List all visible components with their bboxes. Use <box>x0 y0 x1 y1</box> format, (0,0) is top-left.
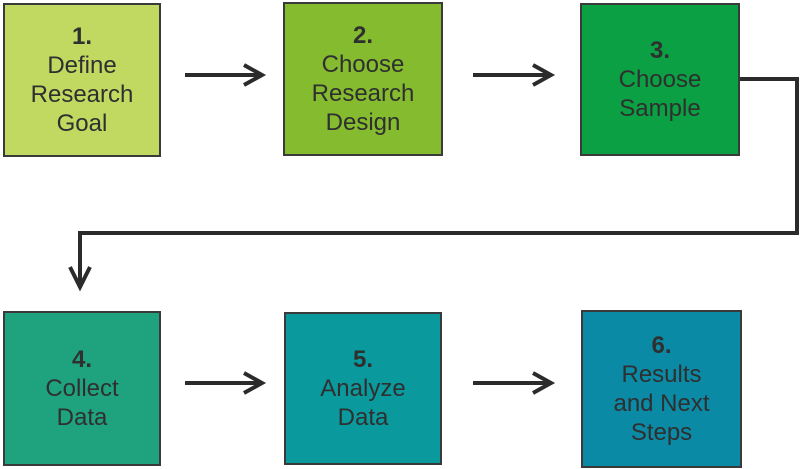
step-number: 4. <box>71 346 92 373</box>
step-number: 5. <box>352 346 373 373</box>
arrow-step4-to-step5 <box>185 371 267 395</box>
step-number: 2. <box>352 22 373 49</box>
step-number: 3. <box>649 37 670 64</box>
step-label: Collect Data <box>45 375 119 431</box>
step-box-collect-data: 4. Collect Data <box>3 311 161 466</box>
step-box-choose-sample: 3. Choose Sample <box>580 3 740 156</box>
step-number: 1. <box>71 23 92 50</box>
step-label: Choose Sample <box>618 66 702 122</box>
step-number: 6. <box>651 332 672 359</box>
step-label: Analyze Data <box>320 375 406 431</box>
step-box-define-research-goal: 1. Define Research Goal <box>3 3 161 157</box>
step-box-choose-research-design: 2. Choose Research Design <box>283 2 443 156</box>
step-box-results-and-next-steps: 6. Results and Next Steps <box>581 310 742 468</box>
step-label: Define Research Goal <box>30 52 134 137</box>
arrow-step2-to-step3 <box>473 63 556 87</box>
step-box-analyze-data: 5. Analyze Data <box>284 312 442 465</box>
arrow-step1-to-step2 <box>185 63 267 87</box>
step-label: Choose Research Design <box>311 51 415 136</box>
step-label: Results and Next Steps <box>613 361 710 446</box>
arrow-step5-to-step6 <box>473 371 556 395</box>
